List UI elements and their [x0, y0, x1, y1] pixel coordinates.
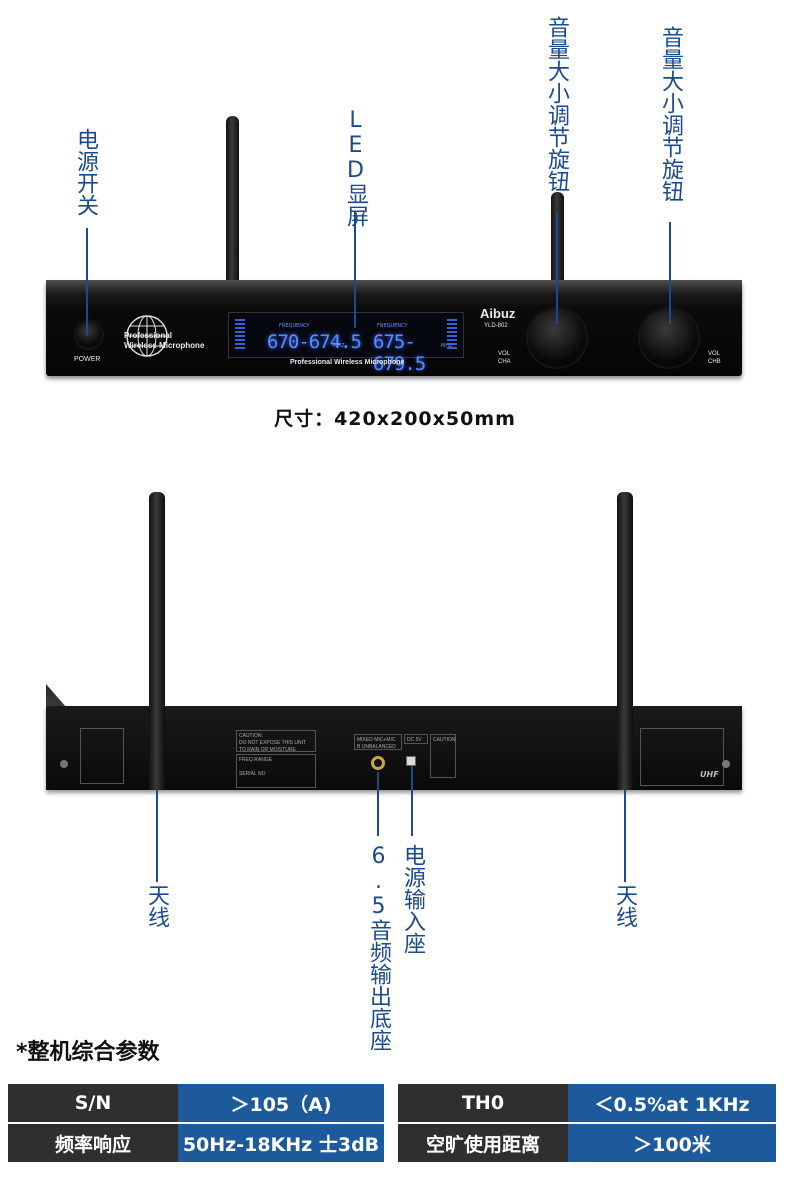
vol-chb-label-1: VOL: [708, 351, 721, 357]
model-name: YLD-802: [484, 323, 508, 329]
callout-antenna-left: 天线: [144, 884, 169, 928]
back-caution-box: CAUTION: DO NOT EXPOSE THIS UNIT TO RAIN…: [236, 730, 316, 753]
lcd-unit-b: MHZ: [441, 343, 453, 349]
callout-antenna-right: 天线: [612, 884, 637, 928]
back-warning-label: [80, 728, 124, 784]
back-caution-text: DO NOT EXPOSE THIS UNIT TO RAIN OR MOIST…: [239, 740, 306, 753]
panel-label: Professional Wireless Microphone: [290, 359, 405, 366]
receiver-top-edge: [46, 280, 742, 294]
logo-text-line1: Professional: [124, 331, 173, 340]
back-caution-title: CAUTION:: [239, 733, 263, 739]
back-antenna-right: [617, 492, 633, 790]
vol-cha-label-2: CHA: [498, 359, 511, 365]
lcd-channel-b-frequency: 675-679.5: [373, 331, 426, 375]
back-uhf-label: UHF: [700, 770, 719, 779]
callout-led-display: LED显屏: [343, 108, 368, 227]
callout-line-power-input: [411, 766, 413, 836]
param-value-sn: ＞105（A): [178, 1084, 384, 1122]
param-value-thd: ＜0.5%at 1KHz: [568, 1084, 776, 1122]
back-serial-box: FREQ RANGE SERIAL NO: [236, 754, 316, 788]
front-antenna-left: [226, 116, 239, 284]
lcd-caption-a: FREQUENCY: [279, 323, 310, 329]
power-label: POWER: [74, 356, 101, 363]
audio-output-jack[interactable]: [371, 756, 385, 770]
brand-name: Aibuz: [480, 306, 516, 321]
lcd-level-bars-left: [235, 319, 245, 351]
callout-line-power: [86, 228, 88, 336]
lcd-channel-a-frequency: 670-674.5: [267, 331, 362, 353]
param-value-freq-response: 50Hz-18KHz 士3dB: [178, 1124, 384, 1162]
back-freq-range: FREQ RANGE: [239, 757, 273, 763]
lcd-display: 670-674.5 675-679.5 FREQUENCY FREQUENCY …: [228, 312, 464, 375]
lcd-unit-a: MHZ: [333, 343, 345, 349]
back-caution-small: CAUTION: [430, 734, 456, 778]
callout-line-audio-output: [377, 772, 379, 836]
back-serial-no: SERIAL NO: [239, 771, 266, 777]
param-label-thd: TH0: [398, 1084, 568, 1122]
globe-logo-icon: [126, 315, 168, 357]
back-spec-label: [640, 728, 724, 786]
callout-audio-output: 6.5音频输出底座: [366, 844, 391, 1051]
back-mixed-label: MIXED MIC+MIC B UNBALANCED: [354, 734, 402, 750]
callout-power-switch: 电源开关: [73, 128, 98, 216]
callout-volume-knob-a: 音量大小调节旋钮: [544, 16, 569, 192]
callout-line-knob-b: [669, 222, 671, 324]
callout-line-antenna-left: [156, 790, 158, 882]
param-label-sn: S/N: [8, 1084, 178, 1122]
callout-line-antenna-right: [624, 790, 626, 882]
dimension-caption: 尺寸：420x200x50mm: [274, 408, 516, 430]
callout-volume-knob-b: 音量大小调节旋钮: [658, 26, 683, 202]
params-title: *整机综合参数: [16, 1040, 160, 1065]
back-antenna-left: [149, 492, 165, 790]
power-input-jack[interactable]: [406, 756, 416, 766]
param-label-freq-response: 频率响应: [8, 1124, 178, 1162]
callout-line-led: [354, 212, 356, 328]
lcd-level-bars-right: [447, 319, 457, 351]
param-label-distance: 空旷使用距离: [398, 1124, 568, 1162]
back-dc-label: DC 5V: [404, 734, 428, 744]
back-screw-right: [722, 760, 730, 768]
vol-cha-label-1: VOL: [498, 351, 511, 357]
param-value-distance: ＞100米: [568, 1124, 776, 1162]
lcd-caption-b: FREQUENCY: [377, 323, 408, 329]
back-screw-left: [60, 760, 68, 768]
power-button[interactable]: [76, 322, 102, 348]
callout-power-input: 电源输入座: [400, 844, 425, 954]
logo-text-line2: Wireless Microphone: [124, 341, 205, 350]
vol-chb-label-2: CHB: [708, 359, 721, 365]
callout-line-knob-a: [556, 212, 558, 324]
